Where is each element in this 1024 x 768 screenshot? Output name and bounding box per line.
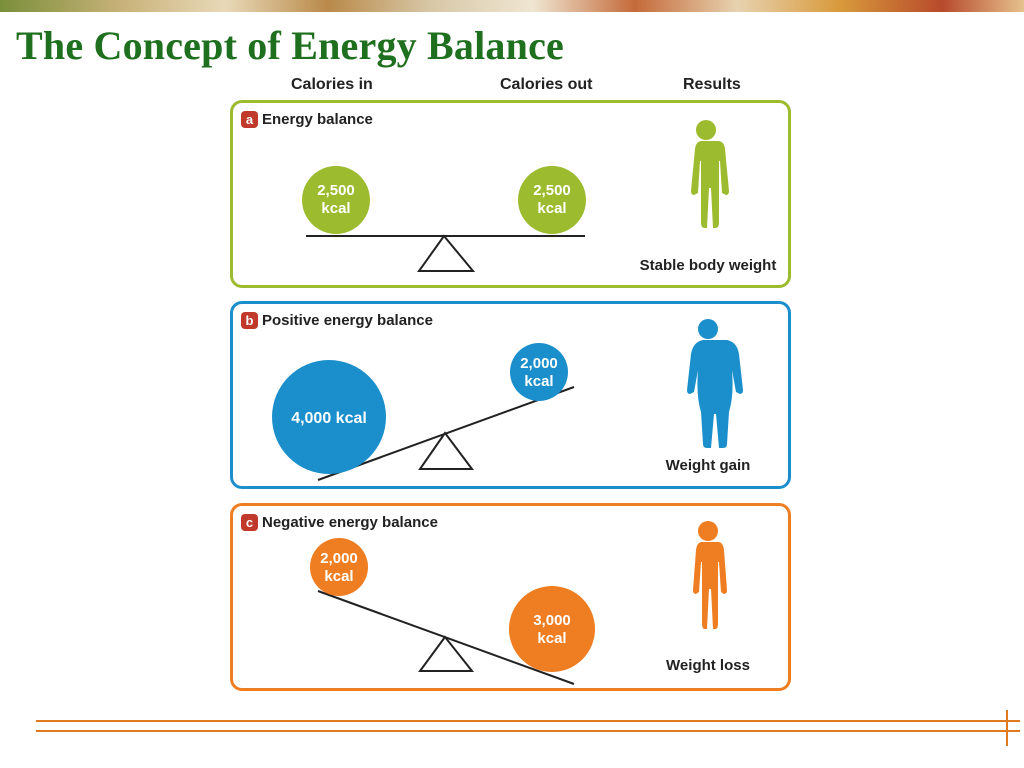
calories-out-value: 2,500 [533, 182, 571, 199]
panel-letter-badge: a [241, 111, 258, 128]
stable-body-figure-icon [691, 120, 729, 228]
result-label: Weight loss [666, 657, 750, 674]
panel-positive-energy-balance: b Positive energy balance 4,000 kcal 2,0… [230, 301, 791, 489]
calories-in-bubble: 4,000 kcal [272, 360, 386, 474]
result-label: Weight gain [665, 457, 751, 474]
calories-in-value: 2,500 [317, 182, 355, 199]
calories-out-bubble: 3,000 kcal [509, 586, 595, 672]
header-decorative-strip [0, 0, 1024, 12]
weight-loss-figure-icon [693, 521, 727, 629]
panel-letter-badge: c [241, 514, 258, 531]
column-header-calories-in: Calories in [291, 76, 373, 93]
page-title: The Concept of Energy Balance [16, 23, 564, 68]
seesaw-fulcrum [418, 635, 475, 672]
panel-title: Energy balance [262, 111, 373, 128]
calories-out-unit: kcal [537, 200, 566, 217]
panel-label: c Negative energy balance [241, 514, 438, 531]
panel-label: b Positive energy balance [241, 312, 433, 329]
seesaw-scene: 2,500 kcal 2,500 kcal [302, 120, 729, 272]
calories-out-bubble: 2,500 kcal [518, 166, 586, 234]
calories-out-unit: kcal [537, 630, 566, 647]
calories-out-unit: kcal [524, 373, 553, 390]
calories-out-bubble: 2,000 kcal [510, 343, 568, 401]
column-header-results: Results [683, 76, 741, 93]
calories-out-value: 2,000 [520, 355, 558, 372]
seesaw-fulcrum [418, 431, 474, 470]
calories-in-bubble: 2,500 kcal [302, 166, 370, 234]
calories-in-value: 2,000 [320, 550, 358, 567]
panel-label: a Energy balance [241, 111, 373, 128]
panel-energy-balance: a Energy balance 2,500 kcal 2,500 kcal S… [230, 100, 791, 288]
calories-in-value: 4,000 kcal [291, 410, 367, 427]
panel-title: Negative energy balance [262, 514, 438, 531]
panel-title: Positive energy balance [262, 312, 433, 329]
weight-gain-figure-icon [687, 319, 743, 448]
seesaw-fulcrum [417, 234, 476, 272]
calories-in-unit: kcal [324, 568, 353, 585]
column-header-calories-out: Calories out [500, 76, 593, 93]
footer-divider-lines [36, 720, 1020, 734]
calories-in-unit: kcal [321, 200, 350, 217]
footer-divider-tick [1006, 710, 1008, 746]
seesaw-scene: 4,000 kcal 2,000 kcal [272, 319, 743, 481]
panel-negative-energy-balance: c Negative energy balance 2,000 kcal 3,0… [230, 503, 791, 691]
calories-in-bubble: 2,000 kcal [310, 538, 368, 596]
result-label: Stable body weight [639, 257, 777, 274]
seesaw-scene: 2,000 kcal 3,000 kcal [310, 521, 727, 685]
calories-out-value: 3,000 [533, 612, 571, 629]
panel-letter-badge: b [241, 312, 258, 329]
